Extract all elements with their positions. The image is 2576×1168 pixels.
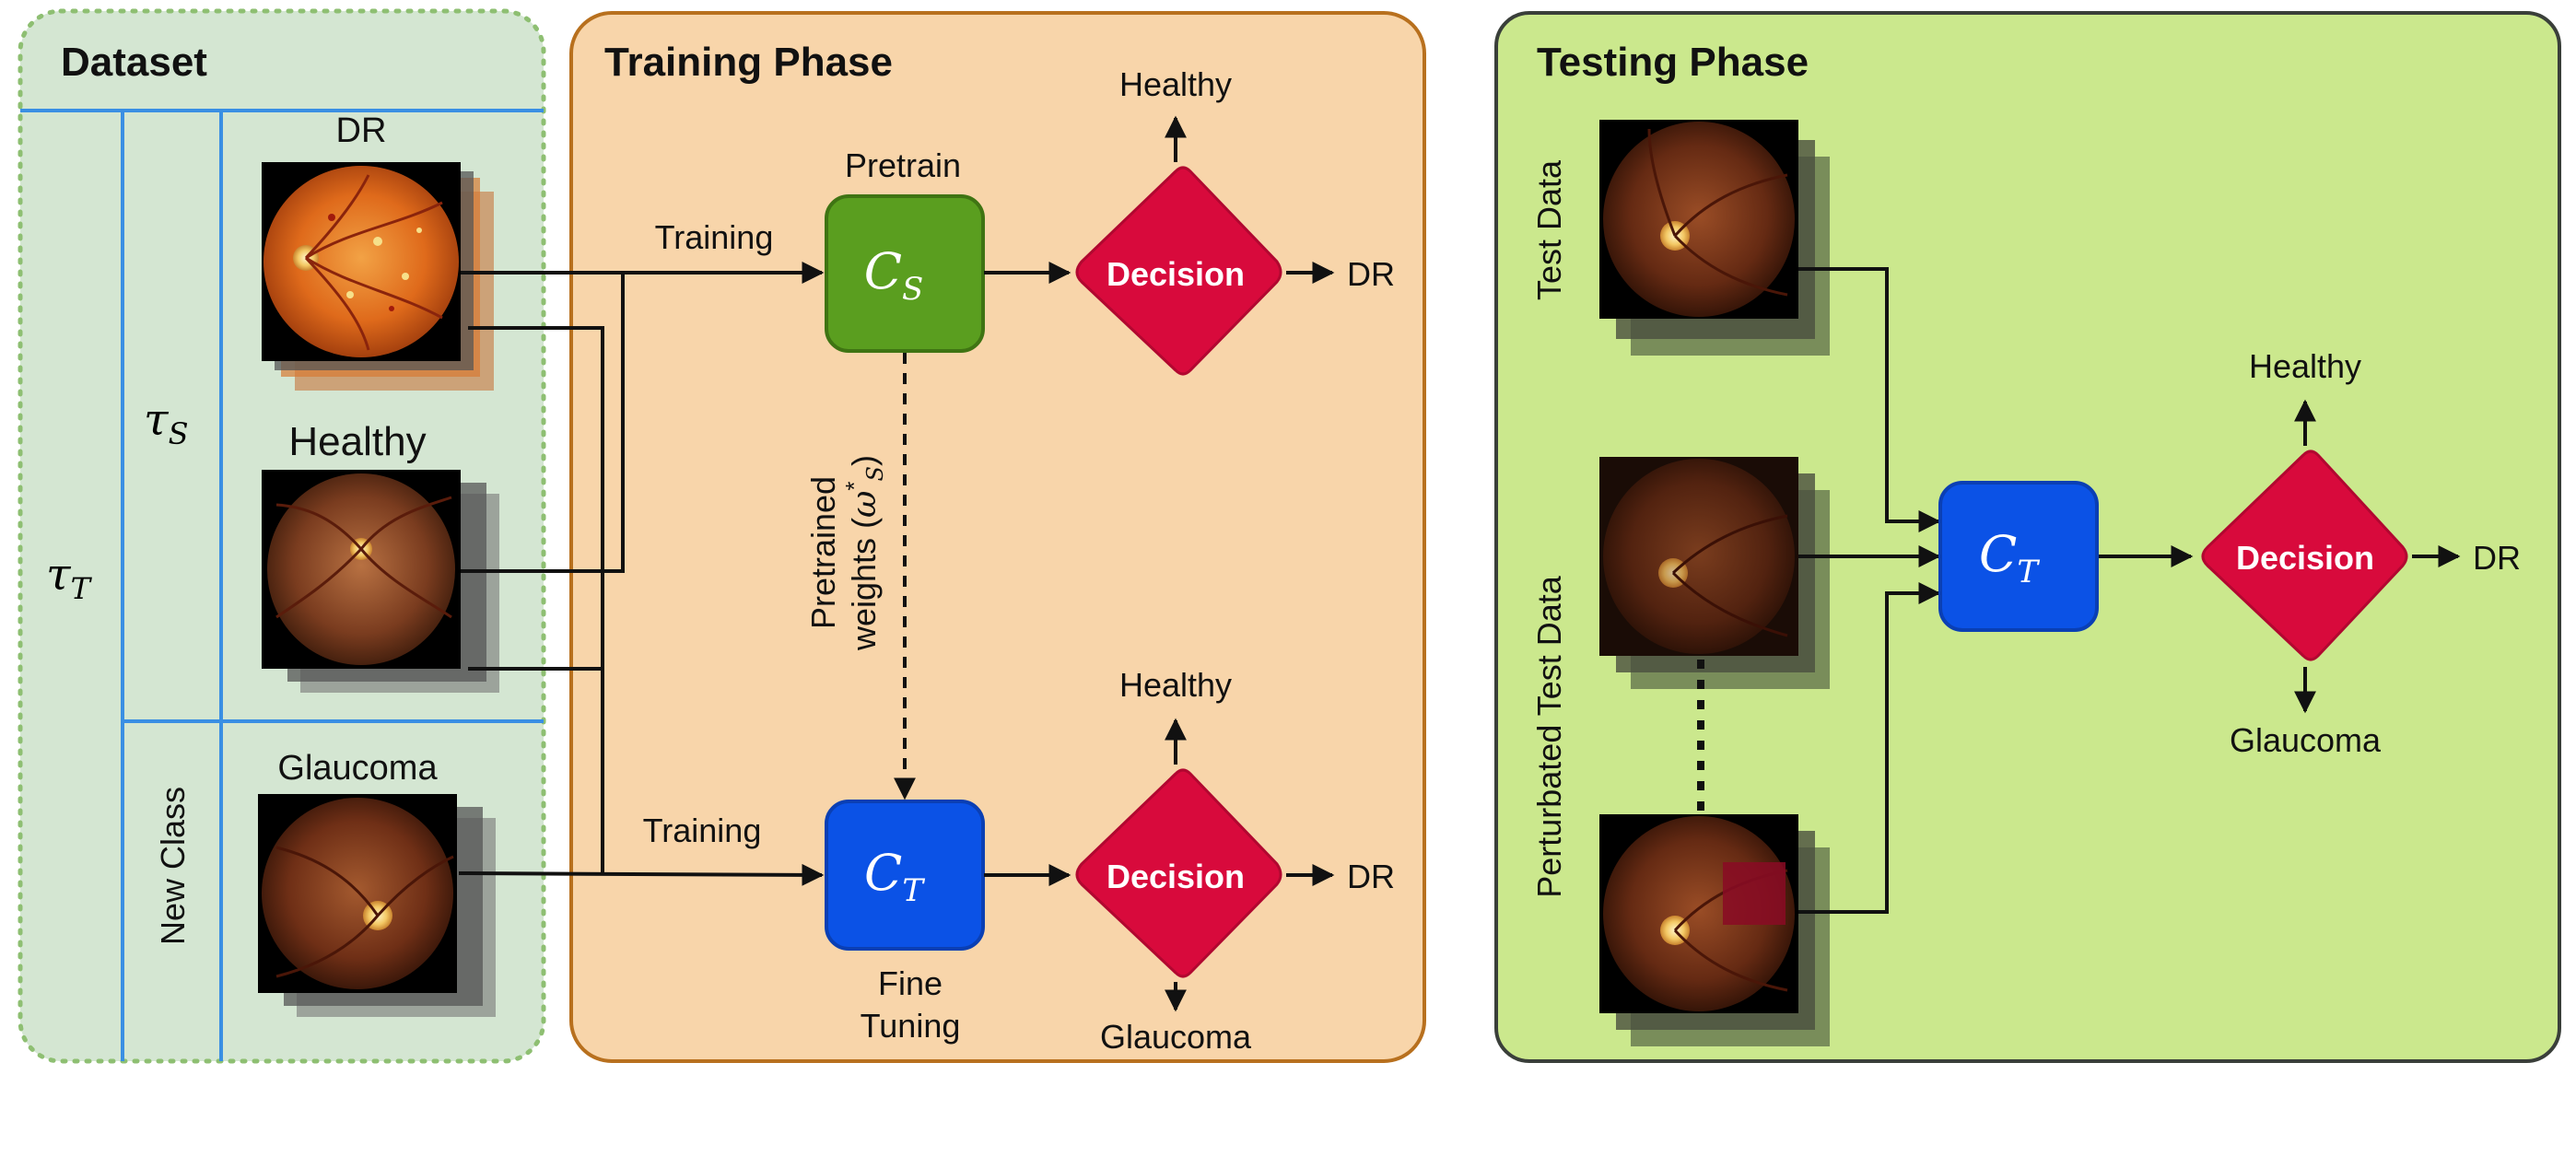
connector-dr-to-ct xyxy=(468,326,604,875)
training-label-bottom: Training xyxy=(643,812,762,849)
decision-diamond-testing: Decision xyxy=(2201,450,2408,661)
dataset-connectors xyxy=(458,262,825,886)
tau-t-label: τT xyxy=(46,549,93,606)
cs-model-box: CS xyxy=(825,194,985,353)
glaucoma-image-stack xyxy=(258,794,496,1017)
ct-label-testing: CT xyxy=(1979,525,2040,590)
connector-test-to-ct xyxy=(1798,267,1941,532)
perturbation-patch xyxy=(1723,862,1786,925)
healthy-class-label: Healthy xyxy=(288,419,426,464)
test-data-label: Test Data xyxy=(1530,159,1568,300)
healthy-output-bottom: Healthy xyxy=(1119,666,1232,704)
healthy-output-testing: Healthy xyxy=(2249,347,2361,385)
new-class-label: New Class xyxy=(154,787,192,945)
testing-title: Testing Phase xyxy=(1537,40,1809,85)
ct-model-box-training: CT xyxy=(825,800,985,951)
perturbated-label: Perturbated Test Data xyxy=(1530,575,1568,898)
dataset-title: Dataset xyxy=(61,40,207,85)
training-panel: Training Phase Pretrain Training Trainin… xyxy=(569,11,1426,1063)
training-title: Training Phase xyxy=(604,40,893,85)
training-panel-box xyxy=(569,11,1426,1063)
decision-label-testing: Decision xyxy=(2236,539,2374,577)
dataset-panel: Dataset τT τS New Class DR Healthy Glauc… xyxy=(18,8,546,1064)
connector-healthy-to-cs xyxy=(461,273,625,573)
test-data-image-stack xyxy=(1599,120,1830,356)
ct-model-box-testing: CT xyxy=(1938,481,2099,632)
weights-label-line1: Pretrained xyxy=(804,476,842,629)
perturbated-image-stack-1 xyxy=(1599,457,1830,689)
cs-label: CS xyxy=(864,242,924,308)
training-label-top: Training xyxy=(655,218,774,256)
healthy-output-top: Healthy xyxy=(1119,65,1232,103)
connector-glaucoma-to-ct xyxy=(458,863,825,886)
glaucoma-class-label: Glaucoma xyxy=(277,749,438,788)
tuning-label: Tuning xyxy=(861,1007,961,1045)
decision-label-bottom: Decision xyxy=(1107,858,1245,895)
weights-label-line2: weights (ω*S) xyxy=(840,455,888,651)
dr-output-top: DR xyxy=(1347,255,1395,293)
connector-perturbated2-to-ct xyxy=(1798,582,1941,914)
tau-s-label: τS xyxy=(144,394,188,451)
dr-output-testing: DR xyxy=(2473,539,2521,577)
ct-label-training: CT xyxy=(864,844,925,909)
perturbated-image-stack-2 xyxy=(1599,814,1830,1046)
glaucoma-output-bottom: Glaucoma xyxy=(1100,1018,1252,1056)
fine-label: Fine xyxy=(878,964,943,1002)
dr-output-bottom: DR xyxy=(1347,858,1395,895)
decision-diamond-top: Decision xyxy=(1075,166,1282,376)
testing-connectors xyxy=(1798,267,1941,914)
glaucoma-output-testing: Glaucoma xyxy=(2230,721,2382,759)
healthy-image-stack xyxy=(262,470,499,693)
decision-diamond-bottom: Decision xyxy=(1075,768,1282,978)
dr-class-label: DR xyxy=(336,111,387,150)
decision-label-top: Decision xyxy=(1107,255,1245,293)
testing-panel: Testing Phase Test Data Perturbated Test… xyxy=(1494,11,2561,1063)
pretrain-label: Pretrain xyxy=(845,146,961,184)
dr-image-stack xyxy=(262,162,494,391)
